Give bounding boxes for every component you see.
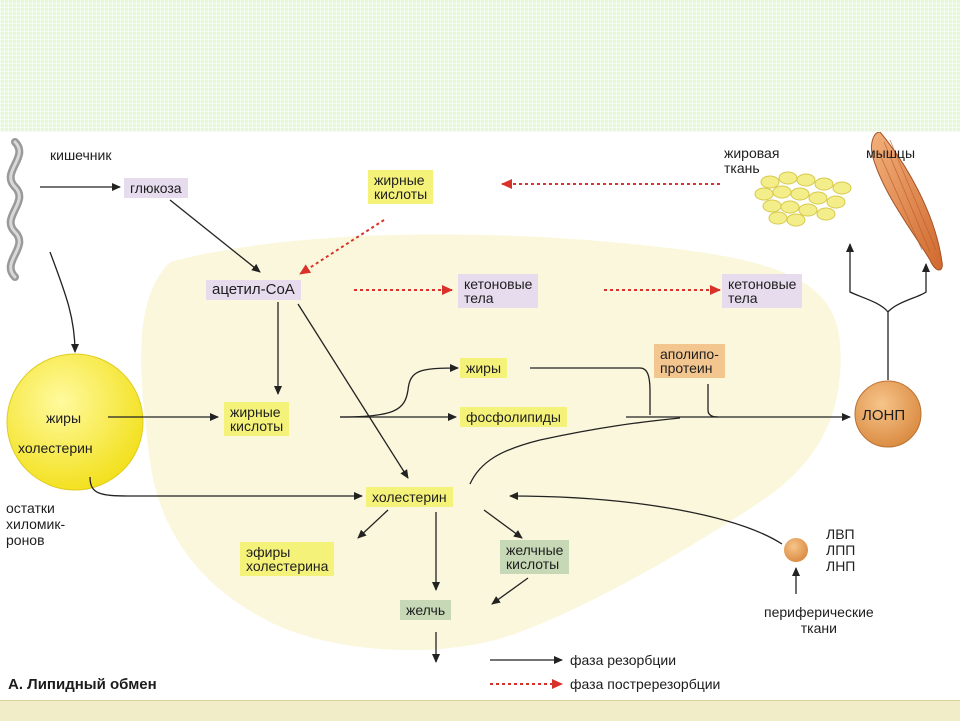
label-intestine: кишечник [50, 147, 112, 163]
arrow-intestine-chylomicron [49, 251, 79, 353]
arrow-lonp-adipose [846, 243, 889, 313]
header-band [0, 0, 960, 132]
lonp-circle [854, 380, 922, 448]
label-adipose: жировая ткань [724, 145, 780, 176]
node-fatty-acids-top: жирные кислоты [368, 170, 434, 204]
line-apolipoprotein-lonp [707, 384, 719, 418]
label-peripheral: периферические ткани [764, 604, 874, 636]
arrow-remnants-cholesterol [89, 476, 363, 500]
node-phospholipids: фосфолипиды [460, 407, 567, 427]
adipose-tissue-icon [754, 171, 852, 227]
node-ketone-bodies-1: кетоновые тела [458, 274, 539, 308]
chylomicron-circle [6, 353, 144, 491]
node-acetyl-coa: ацетил-СоА [206, 280, 301, 300]
chylomicron-fats: жиры [46, 410, 82, 426]
node-fatty-acids-mid: жирные кислоты [224, 402, 290, 436]
line-cholesterol-lonp [469, 417, 681, 485]
line-fats-lonp [530, 367, 651, 415]
node-glucose: глюкоза [124, 178, 188, 198]
arrow-lipoproteins-cholesterol [509, 492, 783, 545]
node-bile-acids: желчные кислоты [500, 540, 570, 574]
legend-postresorption: фаза постререзорбции [570, 676, 721, 692]
arrow-glucose-acetylcoa [169, 199, 261, 273]
lipoprotein-dot-icon [784, 538, 808, 562]
node-cholesterol-esters: эфиры холестерина [240, 542, 335, 576]
legend-resorption: фаза резорбции [570, 652, 677, 668]
arrow-fattyacids-fats [339, 364, 459, 418]
node-ketone-bodies-2: кетоновые тела [722, 274, 803, 308]
label-lipoproteins: ЛВП ЛПП ЛНП [826, 526, 856, 574]
muscle-icon [871, 132, 943, 271]
node-apolipoprotein: аполипо- протеин [654, 344, 725, 378]
label-muscles: мышцы [866, 145, 915, 161]
arrow-fattyacids-acetylcoa [299, 219, 385, 275]
diagram-title: А. Липидный обмен [8, 676, 157, 693]
muscle-fibers [877, 139, 937, 253]
lipid-metabolism-diagram: кишечник жировая ткань мышцы остатки хил… [0, 132, 960, 700]
lonp-label: ЛОНП [862, 407, 906, 424]
arrow-bileacids-bile [491, 577, 529, 605]
footer-strip [0, 700, 960, 721]
intestine-icon-highlight [9, 140, 21, 279]
node-bile: желчь [400, 600, 452, 620]
chylomicron-cholesterol: холестерин [18, 440, 93, 456]
arrow-cholesterol-esters [357, 509, 389, 539]
label-chylomicron-remnants: остатки хиломик- ронов [6, 500, 66, 548]
arrow-acetylcoa-cholesterol [297, 303, 409, 479]
node-cholesterol: холестерин [366, 487, 453, 507]
arrow-lonp-muscle [887, 263, 930, 313]
node-fats: жиры [460, 358, 508, 378]
arrow-cholesterol-bileacids [483, 509, 523, 539]
